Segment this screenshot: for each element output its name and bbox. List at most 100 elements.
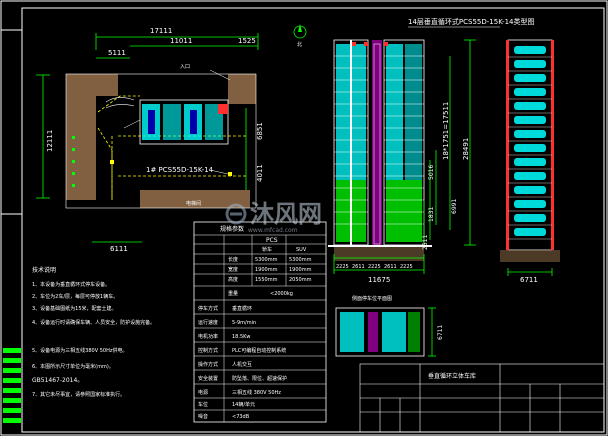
plan-marker — [228, 172, 232, 176]
plan-lanes-car — [105, 97, 135, 109]
param-value: 三相五线 380V 50Hz — [232, 389, 281, 396]
spec-row-val: 5300mm — [255, 257, 278, 263]
watermark: 沐风网 www.mfcad.com — [225, 200, 322, 234]
dim-tower-d: 2511 — [422, 235, 429, 250]
dim-bottom-plan: 6711 — [437, 325, 444, 340]
note-item: 6、本图所示尺寸单位为毫米(mm)。 — [32, 363, 114, 370]
side-dimensions — [507, 268, 553, 276]
side-ground — [500, 250, 560, 262]
tower-top-caps — [352, 42, 388, 46]
plan-spots — [72, 136, 75, 187]
note-item: 1、本设备为垂直循环式停车设备。 — [32, 281, 110, 288]
plan-leaders — [123, 69, 231, 175]
tower-dimensions — [333, 39, 476, 274]
param-value: 垂直循环 — [232, 305, 252, 312]
title-block — [359, 363, 605, 433]
plan-view: 17111 11011 5111 1525 12111 6111 6851 40… — [36, 24, 307, 253]
plan-note-label: 入口 — [180, 64, 190, 70]
param-label: 运行速度 — [198, 319, 218, 326]
param-value: PLC可编程自动控制系统 — [232, 347, 286, 354]
title-block-name: 垂直循环立体车库 — [428, 372, 476, 380]
spec-row-label: 长度 — [228, 256, 238, 263]
dim-tower-b: 1831 — [428, 207, 435, 222]
watermark-url: www.mfcad.com — [248, 227, 298, 234]
param-value: 人机交互 — [232, 361, 252, 368]
dim-tower-c: 6991 — [451, 199, 458, 214]
plan-walls — [66, 74, 256, 208]
spec-row-val: 5300mm — [289, 257, 312, 263]
spec-row-val: 2050mm — [289, 277, 312, 283]
dim-tower-span: 18*1751=17511 — [442, 102, 450, 160]
notes-block: 技术说明 1、本设备为垂直循环式停车设备。 2、车位为2车/层，每层可停放1辆车… — [32, 266, 155, 398]
param-value: 防坠落、限位、超速保护 — [232, 375, 287, 382]
bottom-plan-label: 侧面停车位平面图 — [352, 295, 392, 302]
spec-row-val: 1900mm — [289, 267, 312, 273]
plan-unit — [139, 99, 229, 145]
plan-lanes — [97, 95, 246, 200]
dim-tower-total: 28491 — [462, 138, 470, 160]
side-car-slots — [514, 46, 546, 236]
tower-base-dims: 2225 2611 2225 2611 2225 — [336, 264, 413, 270]
spec-subheader-1: 轿车 — [262, 246, 272, 253]
param-label: 电源 — [198, 389, 208, 396]
param-label: 操作方式 — [198, 361, 218, 368]
side-level-lines — [508, 56, 552, 240]
param-label: 车位 — [198, 401, 208, 408]
param-label: 控制方式 — [198, 347, 218, 354]
spec-row-val: <2000kg — [270, 291, 293, 297]
dim-left-vertical: 12111 — [46, 130, 54, 152]
note-item: 4、设备运行时请确保车辆、人员安全，防护设施完备。 — [32, 319, 155, 326]
param-label: 电机功率 — [198, 333, 218, 340]
note-item: GB51467-2014。 — [32, 377, 83, 384]
param-label: 停车方式 — [198, 305, 218, 312]
dim-top-total: 17111 — [150, 27, 172, 35]
dim-base-3: 2225 — [368, 264, 381, 270]
spec-header: PCS — [266, 237, 278, 244]
param-value: 18.5Kw — [232, 334, 251, 340]
dim-mid-vertical-b: 4011 — [256, 164, 264, 182]
plan-wall-outline — [65, 73, 257, 209]
param-value: 5-9m/min — [232, 320, 256, 326]
dim-tower-a: 5016 — [428, 165, 435, 180]
spec-row-val: 1550mm — [255, 277, 278, 283]
plan-marker — [110, 160, 114, 164]
spec-subheader-2: SUV — [296, 247, 307, 253]
spec-table-title: 规格参数 — [220, 225, 244, 233]
plan-note2-label: 电梯间 — [186, 200, 201, 207]
frame-left-strip — [3, 348, 21, 423]
note-item: 5、设备电源为三相五线380V 50Hz供电。 — [32, 347, 127, 354]
tower-ground-line — [328, 245, 432, 247]
tower-ground-fill — [334, 247, 424, 261]
tower-left-column — [333, 39, 369, 246]
param-label: 安全装置 — [198, 375, 218, 382]
watermark-text: 沐风网 — [250, 200, 322, 228]
spec-row-label: 重量 — [228, 290, 238, 297]
tower-right-column — [383, 39, 425, 246]
dim-top-mid: 11011 — [170, 37, 192, 45]
spec-table: 规格参数 PCS 轿车 SUV 长度 5300mm 5300mm 宽度 — [193, 221, 327, 423]
dim-mid-vertical-a: 6851 — [256, 122, 264, 140]
tower-middle-column — [372, 40, 382, 245]
dim-side-width: 6711 — [520, 276, 538, 284]
note-item: 3、设备基础图纸为15米，配套土建。 — [32, 305, 117, 312]
dim-tower-width: 11675 — [368, 276, 390, 284]
watermark-logo — [225, 203, 247, 225]
param-label: 噪音 — [198, 413, 208, 420]
note-item: 2、车位为2车/层，每层可停放1辆车。 — [32, 293, 118, 300]
plan-model-label: 1# PCS55D-15K-14 — [146, 166, 214, 174]
param-value: 14辆/单元 — [232, 401, 255, 408]
side-elevation: 6711 — [500, 39, 560, 284]
dim-base-4: 2611 — [384, 264, 397, 270]
dim-base-1: 2225 — [336, 264, 349, 270]
dim-top-left: 5111 — [108, 49, 126, 57]
param-value: <73dB — [232, 414, 250, 420]
sheet-title: 14层垂直循环式PCS55D-15K-14类型图 — [408, 17, 534, 26]
compass-label: 北 — [297, 41, 302, 48]
dim-base-2: 2611 — [352, 264, 365, 270]
notes-title: 技术说明 — [32, 266, 56, 274]
spec-row-val: 1900mm — [255, 267, 278, 273]
note-item: 7、其它未尽事宜，请参照国家标准执行。 — [32, 391, 125, 398]
bottom-plan: 侧面停车位平面图 6711 — [335, 295, 444, 357]
